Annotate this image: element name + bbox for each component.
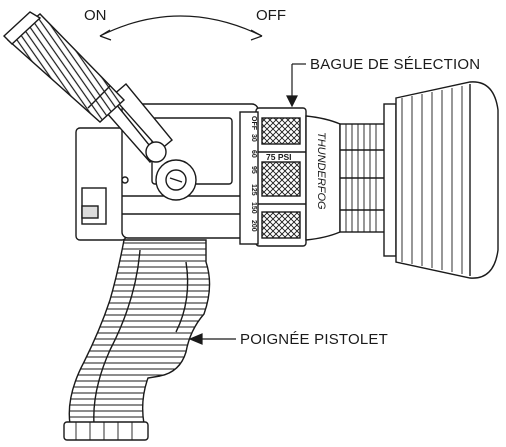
fog-bumper: [395, 81, 499, 279]
selection-ring-label: BAGUE DE SÉLECTION: [310, 56, 480, 73]
on-label: ON: [84, 7, 107, 24]
flow-rate-95: 95: [250, 166, 257, 174]
pressure-label: 75 PSI: [266, 152, 292, 162]
pistol-grip-label: POIGNÉE PISTOLET: [240, 331, 388, 348]
flow-rate-30: 30: [250, 134, 257, 142]
pistol-grip: [63, 239, 211, 441]
fog-barrel: [305, 103, 397, 257]
brand-label: THUNDERFOG: [315, 132, 327, 210]
flow-rate-off: OFF: [250, 116, 257, 131]
selection-ring-leader: [286, 63, 306, 108]
flow-rate-60: 60: [250, 150, 257, 158]
flow-rate-125: 125: [250, 184, 257, 196]
handle-grip-tip: [2, 11, 126, 123]
flow-rate-200: 200: [250, 220, 257, 232]
off-label: OFF: [256, 7, 286, 24]
bail-handle: [104, 83, 197, 201]
selection-ring: [239, 107, 307, 247]
flow-rate-150: 150: [250, 202, 257, 214]
flow-rate-scale: OFF 30 60 95 125 150 200: [250, 116, 257, 232]
on-off-arc-arrow: [99, 15, 263, 41]
pistol-grip-leader: [188, 333, 236, 345]
